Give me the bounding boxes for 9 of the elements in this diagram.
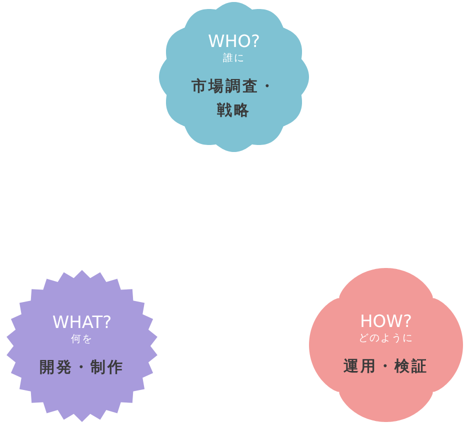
heading: WHO? xyxy=(208,32,260,52)
subheading: 誰に xyxy=(223,52,245,66)
subheading: 何を xyxy=(71,333,93,347)
heading: HOW? xyxy=(360,312,412,332)
theme-text: 市場調査・戦略 xyxy=(190,76,278,121)
subheading: どのように xyxy=(358,332,414,346)
theme-text: 開発・制作 xyxy=(38,357,126,378)
theme-text: 運用・検証 xyxy=(342,356,430,377)
heading: WHAT? xyxy=(52,313,112,333)
